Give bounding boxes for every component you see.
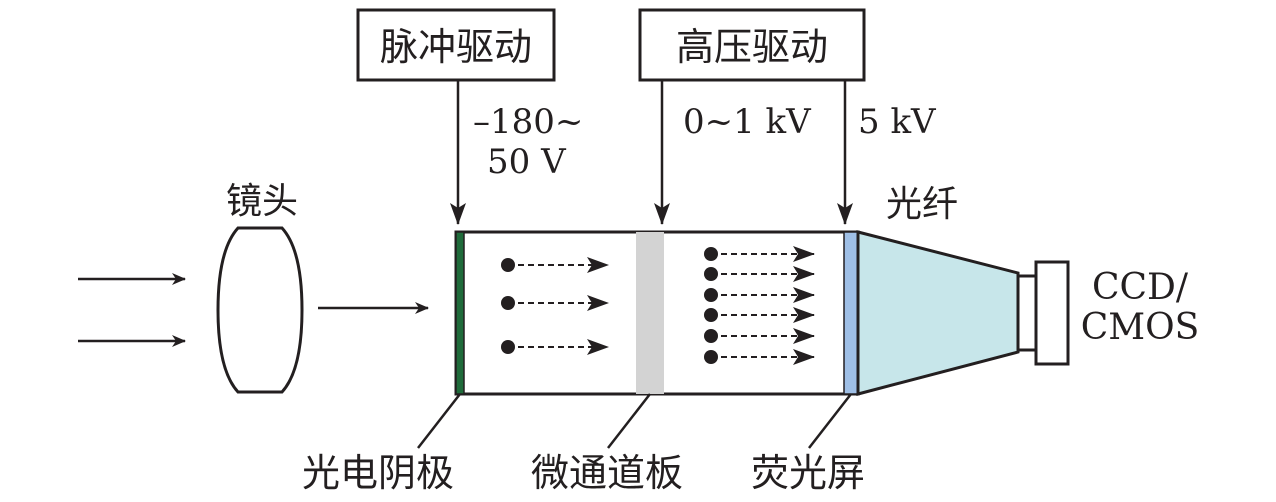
sensor-label-line1: CCD/ (1092, 267, 1189, 308)
phosphor-label: 荧光屏 (751, 451, 865, 495)
sensor-label-line2: CMOS (1081, 307, 1200, 348)
electron-flow-post-mcp (704, 246, 815, 365)
photocathode-leader (417, 393, 461, 449)
hv-drive-box: 高压驱动 (638, 8, 866, 82)
electron-8 (704, 328, 815, 344)
electron-2 (501, 295, 609, 311)
pulse-drive-box: 脉冲驱动 (356, 8, 556, 82)
electron-3 (501, 339, 609, 355)
lens-shape (216, 226, 304, 394)
cathode-voltage-label-line2: 50 V (487, 142, 567, 182)
mcp-leader (607, 393, 651, 449)
electron-7 (704, 307, 815, 323)
electron-1 (501, 257, 609, 273)
photocathode-label: 光电阴极 (302, 451, 454, 495)
cathode-voltage-label-line1: –180~ (473, 102, 583, 142)
electron-5 (704, 266, 815, 282)
electron-6 (704, 287, 815, 303)
sensor-body (1034, 260, 1070, 366)
fiber-label: 光纤 (886, 184, 958, 225)
microchannel-plate (636, 232, 664, 394)
screen-voltage-label: 5 kV (858, 102, 937, 142)
pulse-drive-label: 脉冲驱动 (380, 25, 532, 69)
phosphor-screen (843, 231, 859, 395)
sensor-connector (1016, 274, 1038, 352)
fiber-optic-taper (856, 230, 1020, 396)
mcp-label: 微通道板 (531, 451, 683, 495)
electron-9 (704, 349, 815, 365)
phosphor-leader (808, 393, 852, 449)
photocathode (455, 231, 465, 395)
hv-drive-label: 高压驱动 (676, 25, 828, 69)
electron-4 (704, 246, 815, 262)
mcp-voltage-label: 0~1 kV (683, 102, 812, 142)
electron-flow-pre-mcp (501, 257, 609, 355)
lens-label: 镜头 (226, 181, 298, 222)
